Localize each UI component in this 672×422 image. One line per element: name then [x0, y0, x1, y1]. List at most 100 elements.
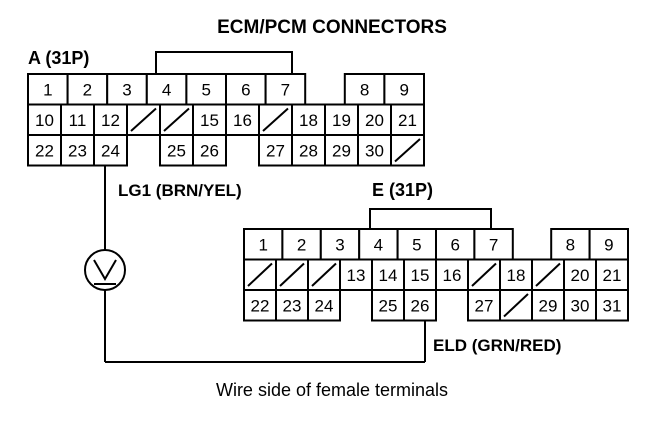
diagram-title: ECM/PCM CONNECTORS	[217, 17, 447, 38]
connector-a-cavity	[225, 103, 260, 136]
connector-e-unused-cavity	[311, 262, 337, 287]
connector-e-unused-cavity	[247, 262, 273, 287]
connector-a-cavity	[324, 103, 359, 136]
connector-a-pin-number: 28	[299, 141, 318, 160]
connector-a-pin-number: 24	[101, 141, 120, 160]
connector-e-cavity	[499, 258, 533, 291]
connector-a-pin-number: 30	[365, 141, 384, 160]
test-wires	[104, 165, 426, 363]
connector-e-pin-number: 30	[571, 296, 590, 315]
connector-e-cavity	[358, 228, 399, 261]
connector-e-pin-number: 26	[411, 296, 430, 315]
connector-e-cavity	[595, 289, 629, 322]
connector-e-pin-number: 24	[315, 296, 334, 315]
connector-a-pin-number: 7	[281, 80, 290, 99]
connector-a-pin-number: 25	[167, 141, 186, 160]
connector-e-unused-cavity	[471, 262, 497, 287]
connector-a-pin-number: 8	[360, 80, 369, 99]
connector-a-cavity	[324, 134, 359, 167]
connector-e-pin-number: 29	[539, 296, 558, 315]
connector-a-cavity	[93, 134, 128, 167]
connector-a-cavity	[343, 73, 386, 106]
connector-e-unused-cavity	[535, 262, 561, 287]
connector-e-cavity	[588, 228, 629, 261]
connector-e-pin-number: 16	[443, 266, 462, 285]
connector-a-pin-number: 2	[83, 80, 92, 99]
connector-e-pin-number: 3	[335, 235, 344, 254]
connector-e-pin-number: 9	[604, 235, 613, 254]
connector-a-cavity	[27, 103, 62, 136]
connector-a-pin-number: 22	[35, 141, 54, 160]
connector-a-pin-number: 15	[200, 111, 219, 130]
connector-e-cavity	[307, 289, 341, 322]
wire-label-eld: ELD (GRN/RED)	[433, 336, 561, 355]
connector-a-pin-number: 4	[162, 80, 171, 99]
connector-a-pin-number: 12	[101, 111, 120, 130]
connector-a-pin-number: 23	[68, 141, 87, 160]
connector-a-cavity	[357, 134, 392, 167]
connector-a-pin-number: 20	[365, 111, 384, 130]
connector-a-pin-number: 16	[233, 111, 252, 130]
connector-a-pin-number: 27	[266, 141, 285, 160]
connector-a-unused-cavity	[262, 107, 289, 132]
connector-e-cavity	[243, 289, 277, 322]
connector-a-cavity	[60, 134, 95, 167]
connector-a-cavity	[192, 103, 227, 136]
connector-a-pin-number: 10	[35, 111, 54, 130]
voltmeter-icon	[84, 249, 126, 291]
diagram-caption: Wire side of female terminals	[216, 380, 448, 400]
connector-a-cavity	[27, 134, 62, 167]
connector-a-cavity	[192, 134, 227, 167]
connector-e-cavity	[403, 289, 437, 322]
connector-a-pin-number: 29	[332, 141, 351, 160]
connector-a-cavity	[390, 103, 425, 136]
connector-e-cavity	[435, 228, 476, 261]
connector-e-unused-cavity	[279, 262, 305, 287]
connector-a-lock-tab	[155, 51, 293, 74]
connector-a-cavity	[159, 134, 194, 167]
connector-a-pin-number: 21	[398, 111, 417, 130]
connector-a-unused-cavity	[394, 138, 421, 163]
connector-e-pin-number: 21	[603, 266, 622, 285]
connector-e-pin-number: 5	[412, 235, 421, 254]
connector-e-pin-number: 27	[475, 296, 494, 315]
connector-e-pin-number: 2	[297, 235, 306, 254]
connector-a-pin-number: 3	[122, 80, 131, 99]
connector-e-pin-number: 14	[379, 266, 398, 285]
connector-a-pin-number: 18	[299, 111, 318, 130]
connector-a-unused-cavity	[163, 107, 190, 132]
connector-e-pin-number: 13	[347, 266, 366, 285]
connector-e-cavity	[371, 289, 405, 322]
connector-e-pin-number: 1	[258, 235, 267, 254]
connector-e-pin-number: 6	[450, 235, 459, 254]
connector-a-unused-cavity	[130, 107, 157, 132]
connector-a-pin-number: 19	[332, 111, 351, 130]
connector-e-pin-number: 25	[379, 296, 398, 315]
connector-e-cavity	[563, 258, 597, 291]
connector-e-pin-number: 4	[374, 235, 383, 254]
connector-a-pin-number: 11	[69, 111, 87, 130]
connector-e-cavity	[467, 289, 501, 322]
connector-a-pin-number: 26	[200, 141, 219, 160]
connector-e-pin-number: 8	[566, 235, 575, 254]
connector-e-pin-number: 23	[283, 296, 302, 315]
connector-e-unused-cavity	[503, 293, 529, 318]
connector-e-pin-number: 31	[603, 296, 622, 315]
connector-e-pin-number: 18	[507, 266, 526, 285]
connector-a-pin-number: 1	[43, 80, 52, 99]
connector-e-pin-number: 22	[251, 296, 270, 315]
connector-a-pin-number: 9	[399, 80, 408, 99]
connector-e-label: E (31P)	[372, 180, 433, 200]
connector-a-label: A (31P)	[28, 48, 89, 68]
connector-a-pin-number: 5	[201, 80, 210, 99]
connector-e-lock-tab	[369, 208, 492, 229]
wire-label-lg1: LG1 (BRN/YEL)	[118, 181, 242, 200]
connector-e-pin-number: 15	[411, 266, 430, 285]
connector-e-cavity	[435, 258, 469, 291]
connector-e-pin-number: 7	[489, 235, 498, 254]
connector-a-pin-number: 6	[241, 80, 250, 99]
connector-e-pin-number: 20	[571, 266, 590, 285]
